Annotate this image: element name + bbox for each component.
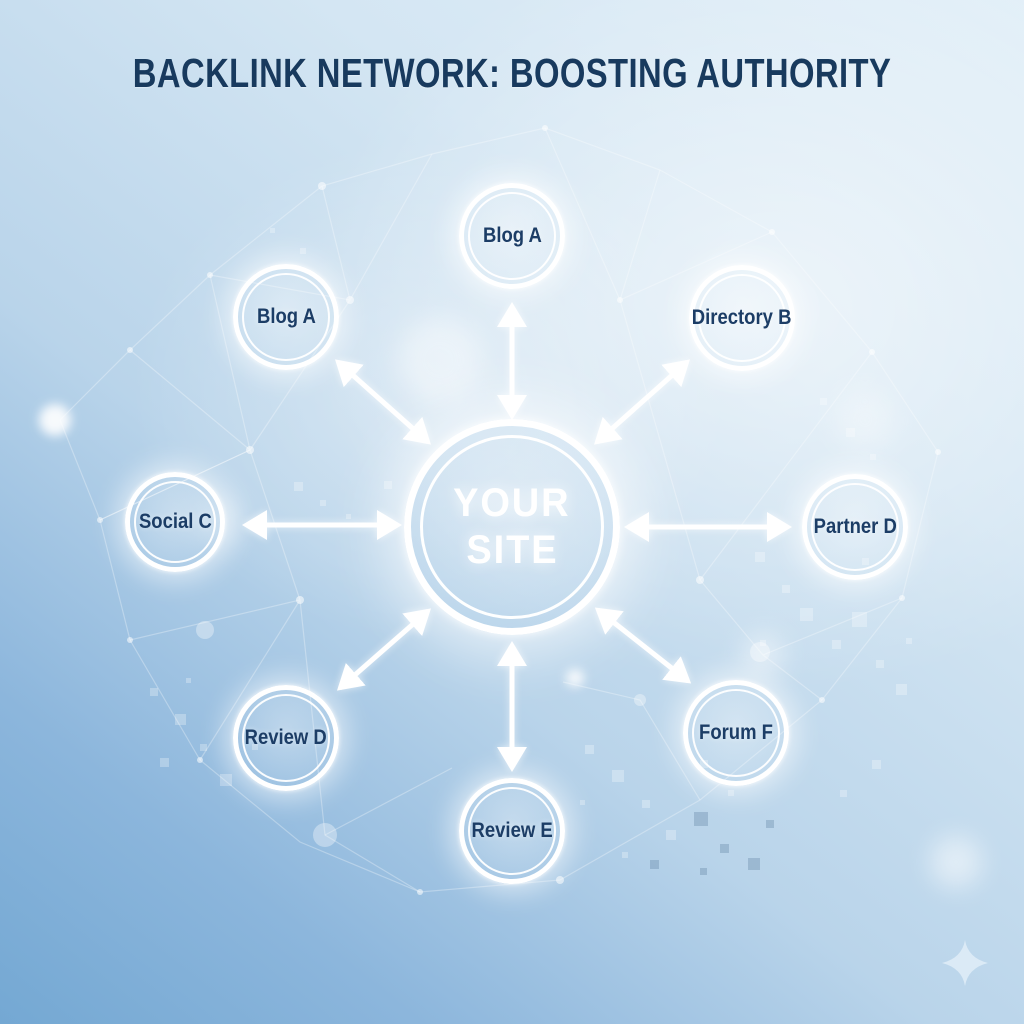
node-label: Blog A [482, 224, 542, 247]
node-forum-f: Forum F [683, 680, 789, 786]
node-label: Directory B [692, 306, 792, 329]
node-label: Blog A [256, 305, 316, 328]
page-title: BACKLINK NETWORK: BOOSTING AUTHORITY [132, 50, 892, 96]
node-review-d: Review D [233, 685, 339, 791]
node-label: Review D [244, 726, 328, 749]
node-your-site: YOUR SITE [404, 419, 620, 635]
node-partner-d: Partner D [802, 474, 908, 580]
node-blog-a-left: Blog A [233, 264, 339, 370]
node-review-e: Review E [459, 778, 565, 884]
node-label: Social C [138, 510, 212, 533]
center-label-line2: SITE [465, 528, 559, 572]
arrow-center-review-d [336, 608, 432, 691]
node-blog-a-top: Blog A [459, 183, 565, 289]
arrow-center-forum-f [594, 607, 692, 684]
node-directory-b: Directory B [689, 265, 795, 371]
node-label: Forum F [699, 721, 773, 744]
node-label: Review E [471, 819, 553, 842]
center-label-line1: YOUR [453, 481, 571, 525]
arrow-center-directory-b [594, 359, 690, 445]
node-social-c: Social C [125, 472, 225, 572]
title-bar: BACKLINK NETWORK: BOOSTING AUTHORITY [0, 50, 1024, 97]
node-label: Partner D [813, 515, 897, 538]
sparkle-icon [942, 940, 988, 986]
arrow-center-blog-a-left [335, 359, 431, 445]
